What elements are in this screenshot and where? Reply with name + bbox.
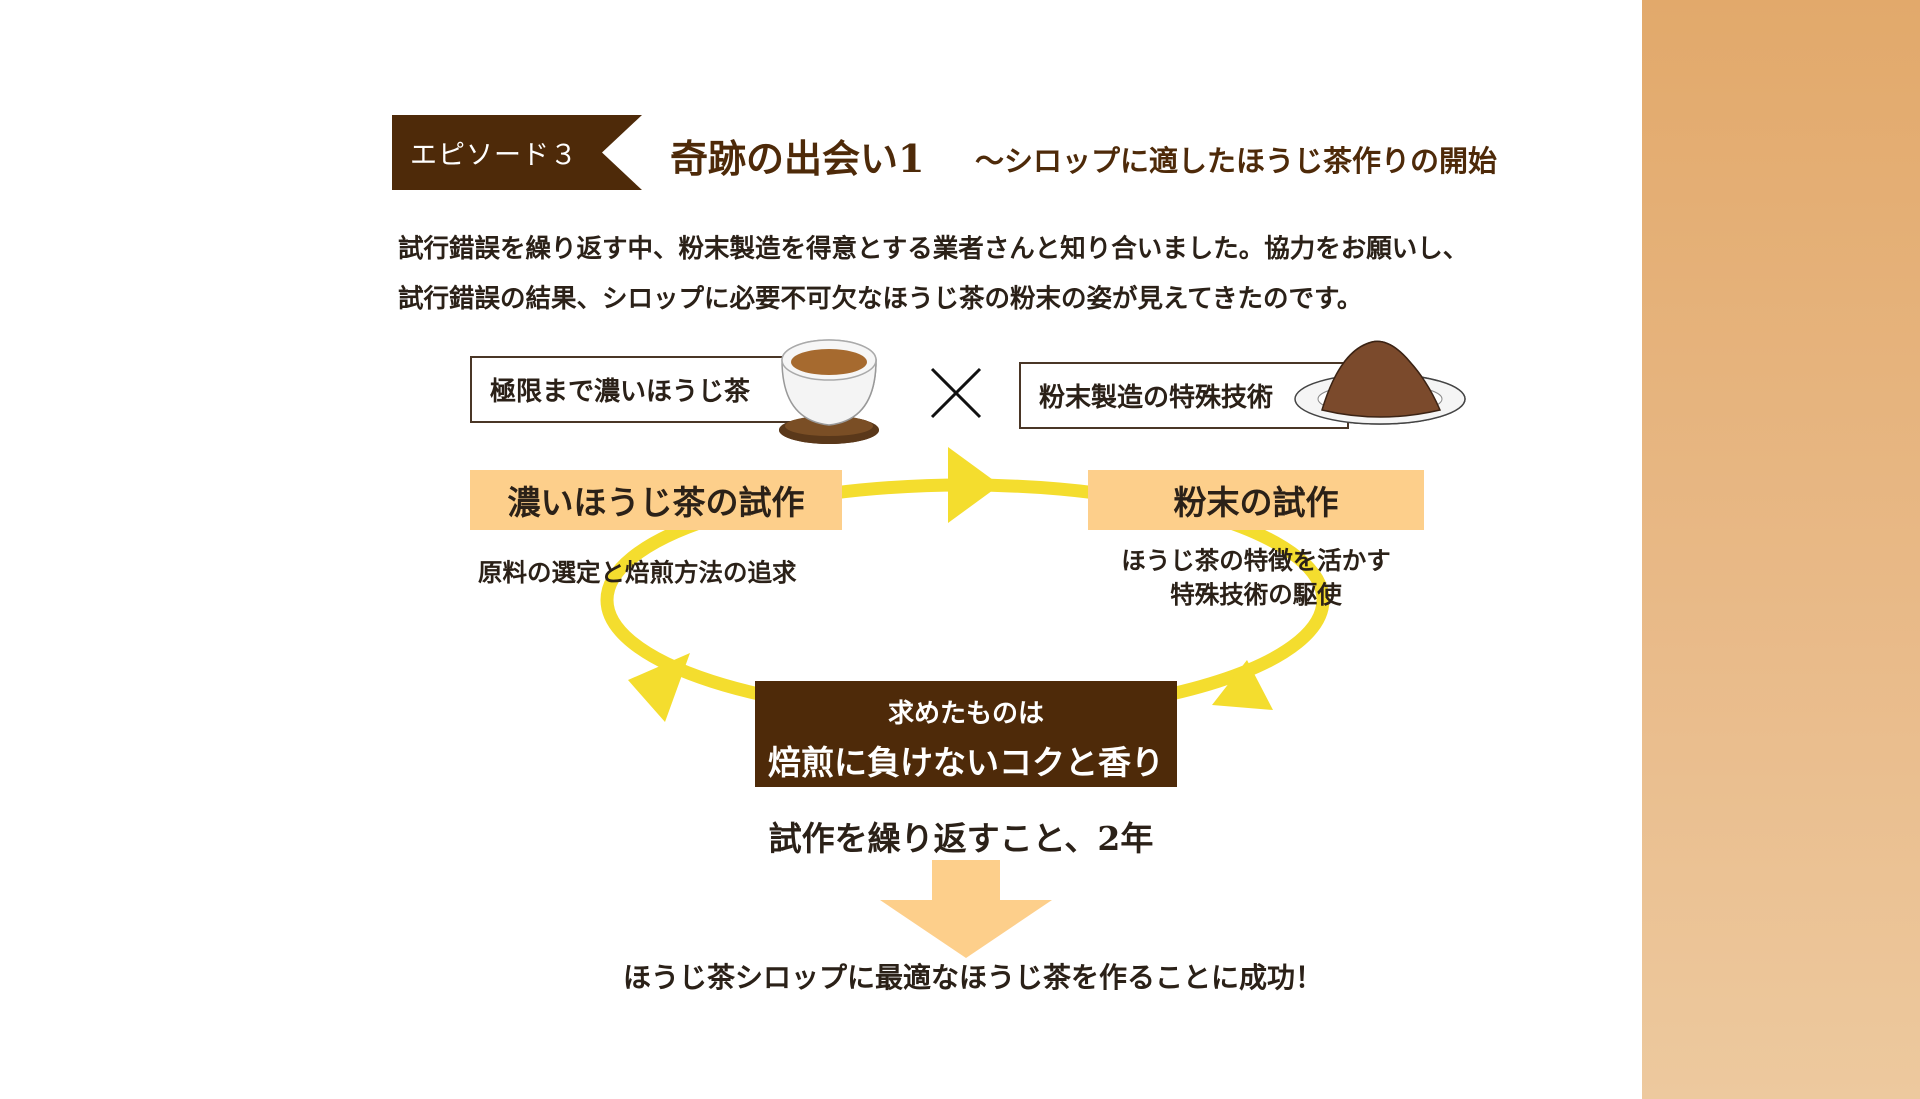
cycle-arrow-up-icon [628, 653, 690, 722]
step-strong-tea-label: 濃いほうじ茶の試作 [470, 470, 842, 530]
powder-plate-foreground-icon [1294, 340, 1466, 425]
episode-label: エピソード３ [410, 140, 578, 171]
cycle-arrow-right-icon [948, 447, 1000, 523]
goal-box: 求めたものは 焙煎に負けないコクと香り [755, 681, 1177, 787]
tea-cup-foreground-icon [779, 339, 879, 444]
intro-text: 試行錯誤を繰り返す中、粉末製造を得意とする業者さんと知り合いました。協力をお願い… [398, 224, 1598, 324]
ingredient-strong-tea-label: 極限まで濃いほうじ茶 [490, 377, 751, 407]
repeat-duration-text: 試作を繰り返すこと、2年 [768, 819, 1154, 858]
step-powder-label: 粉末の試作 [1088, 470, 1424, 530]
step-powder-desc-line-1: ほうじ茶の特徴を活かす [1121, 546, 1391, 575]
step-powder-desc-line-2: 特殊技術の駆使 [1170, 580, 1342, 609]
down-arrow-icon [880, 860, 1052, 958]
ingredient-strong-tea: 極限まで濃いほうじ茶 [470, 356, 830, 423]
result-text: ほうじ茶シロップに最適なほうじ茶を作ることに成功！ [622, 961, 1323, 994]
intro-line-1: 試行錯誤を繰り返す中、粉末製造を得意とする業者さんと知り合いました。協力をお願い… [398, 234, 1469, 264]
step-strong-tea-desc: 原料の選定と焙煎方法の追求 [478, 558, 797, 587]
multiply-icon [930, 367, 982, 419]
ingredient-powder-tech-label: 粉末製造の特殊技術 [1039, 383, 1274, 413]
side-decor-strip [1642, 0, 1920, 1099]
step-powder-desc: ほうじ茶の特徴を活かす 特殊技術の駆使 [1106, 544, 1406, 612]
ingredient-powder-tech: 粉末製造の特殊技術 [1019, 362, 1349, 429]
episode-tag: エピソード３ [392, 115, 642, 190]
page-subtitle: ～シロップに適したほうじ茶作りの開始 [975, 144, 1498, 178]
intro-line-2: 試行錯誤の結果、シロップに必要不可欠なほうじ茶の粉末の姿が見えてきたのです。 [398, 284, 1363, 314]
cycle-arrow-down-icon [1212, 660, 1273, 710]
goal-caption: 求めたものは [887, 699, 1044, 729]
page-title: 奇跡の出会い1 [670, 136, 925, 181]
goal-headline: 焙煎に負けないコクと香り [768, 743, 1164, 782]
